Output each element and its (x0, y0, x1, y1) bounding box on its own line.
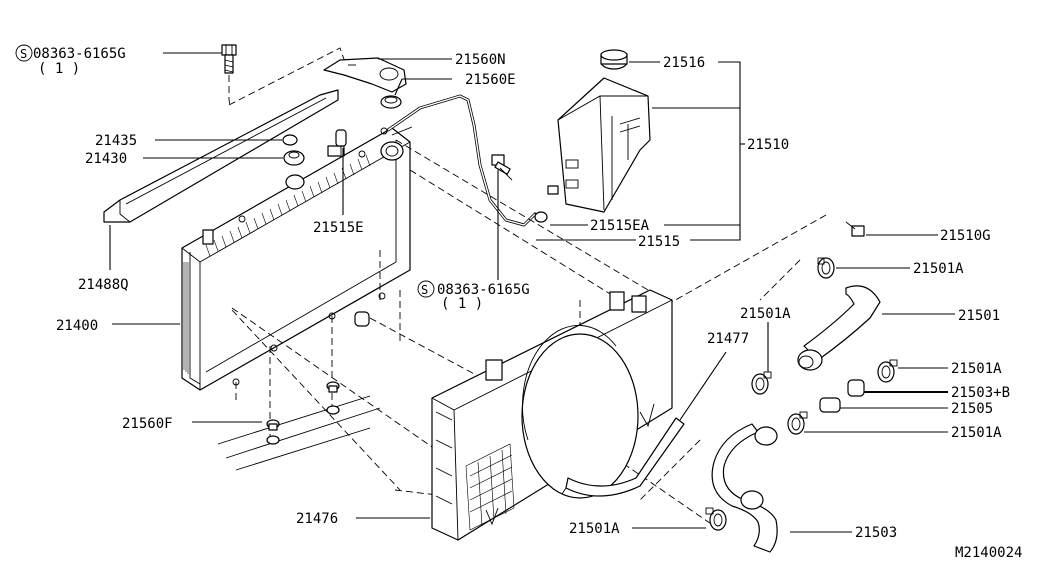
mount-bushing-icon (283, 150, 305, 166)
callout-screw-top: S 08363-6165G ( 1 ) (15, 44, 222, 77)
label-21510G: 21510G (940, 228, 991, 244)
label-21510: 21510 (747, 137, 789, 153)
screw-bolt-mid-icon (491, 154, 513, 181)
screw-quantity: ( 1 ) (38, 61, 80, 77)
coolant-reservoir-tank-icon (547, 77, 651, 213)
hose-elbow-icon (534, 211, 548, 223)
screw-symbol: S (20, 47, 27, 61)
label-21560F: 21560F (122, 416, 173, 432)
diagram-code: M2140024 (955, 545, 1022, 561)
reservoir-cap-icon (600, 49, 628, 70)
hose-connector-icon (819, 397, 841, 413)
label-21501A-bot: 21501A (569, 521, 620, 537)
hose-clamp-right-icon (877, 359, 898, 383)
label-21560N: 21560N (455, 52, 506, 68)
screw-mid-symbol: S (421, 283, 428, 297)
body-panel-icon (217, 395, 381, 471)
label-21515E: 21515E (313, 220, 364, 236)
screw-mid-symbol-circle (417, 280, 435, 298)
mount-insulator-icon (282, 134, 298, 146)
screw-bolt-top-icon (221, 44, 237, 74)
lower-fan-shroud-icon (561, 417, 685, 497)
hose-clamp-right2-icon (787, 411, 808, 435)
lower-mount-grommet-icon (266, 381, 340, 445)
label-21501A-r2: 21501A (951, 361, 1002, 377)
label-21503B: 21503+B (951, 385, 1010, 401)
reservoir-overflow-hose-icon (386, 94, 537, 227)
label-21515: 21515 (638, 234, 680, 250)
label-21488Q: 21488Q (78, 277, 129, 293)
label-21501A-r1: 21501A (913, 261, 964, 277)
label-21515EA: 21515EA (590, 218, 650, 234)
drain-cock-icon (335, 129, 347, 155)
label-21477: 21477 (707, 331, 749, 347)
screw-mid-part-number: 08363-6165G (437, 282, 530, 298)
label-21560E: 21560E (465, 72, 516, 88)
radiator-upper-seal-icon (103, 89, 339, 223)
upper-radiator-hose-icon (797, 285, 881, 371)
label-21400: 21400 (56, 318, 98, 334)
hose-clamp-top-icon (817, 257, 835, 279)
lower-radiator-hose-icon (711, 423, 778, 553)
label-21430: 21430 (85, 151, 127, 167)
screw-symbol-circle (15, 44, 33, 62)
label-21516: 21516 (663, 55, 705, 71)
rubber-grommet-icon (380, 95, 402, 109)
radiator-core-icon (181, 127, 411, 391)
label-21476: 21476 (296, 511, 338, 527)
label-21505: 21505 (951, 401, 993, 417)
label-21435: 21435 (95, 133, 137, 149)
label-21501: 21501 (958, 308, 1000, 324)
hose-clamp-mid-icon (751, 371, 772, 395)
fan-shroud-icon (431, 289, 673, 541)
label-21501A-r3: 21501A (951, 425, 1002, 441)
label-21501A-mid: 21501A (740, 306, 791, 322)
label-21503: 21503 (855, 525, 897, 541)
hose-joint-icon (847, 379, 865, 397)
screw-mid-quantity: ( 1 ) (441, 296, 483, 312)
reservoir-bolt-icon (845, 221, 865, 237)
hose-clamp-bottom-icon (705, 507, 727, 531)
radiator-mount-bracket-icon (323, 57, 407, 93)
screw-part-number: 08363-6165G (33, 46, 126, 62)
